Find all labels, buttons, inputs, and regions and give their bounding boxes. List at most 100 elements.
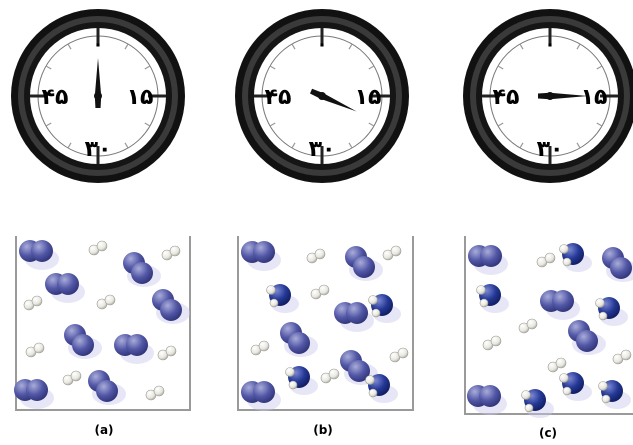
nitrogen-molecule [123, 252, 161, 287]
hydrogen-atom [524, 403, 534, 413]
nitrogen-atom [26, 379, 48, 401]
clock-label-bottom: ۳۰ [537, 137, 564, 162]
hydrogen-atom [314, 248, 326, 260]
nitrogen-molecule [568, 320, 606, 355]
clock-label-right: ۱۵ [127, 85, 154, 110]
clock-label-left: ۴۵ [265, 85, 292, 110]
hydrogen-atom [598, 311, 608, 321]
clock-tick [291, 142, 296, 149]
nitrogen-atom [126, 334, 148, 356]
hydrogen-molecule [23, 295, 43, 311]
hydrogen-atom [258, 340, 270, 352]
clock-label-top: ۰ [317, 34, 328, 55]
hydrogen-molecule [250, 340, 270, 356]
clock-tick [519, 142, 524, 149]
nitrogen-atom [288, 332, 310, 354]
panel-frame [464, 236, 633, 415]
hydrogen-molecule [320, 368, 340, 384]
nitrogen-atom [96, 380, 118, 402]
ammonia-molecule [595, 297, 628, 326]
clock-tick [144, 122, 151, 127]
clock-tick [348, 142, 353, 149]
panel-caption: (c) [539, 426, 557, 440]
nitrogen-atom [346, 302, 368, 324]
clock-tick [596, 122, 603, 127]
clock-tick [497, 65, 504, 70]
hydrogen-molecule [96, 294, 116, 310]
nitrogen-atom [576, 330, 598, 352]
hydrogen-atom [620, 349, 632, 361]
hydrogen-atom [479, 298, 489, 308]
panel-frame [15, 236, 191, 411]
clock-ticks [482, 28, 618, 164]
hydrogen-atom [562, 257, 572, 267]
nitrogen-molecule [467, 385, 507, 415]
hydrogen-molecule [536, 252, 556, 268]
hydrogen-molecule [306, 248, 326, 264]
clock-ticks [254, 28, 390, 164]
clock-tick [269, 122, 276, 127]
nitrogen-molecule [468, 245, 508, 275]
hydrogen-atom [165, 345, 177, 357]
clock-tick [67, 142, 72, 149]
hydrogen-atom [559, 373, 569, 383]
hydrogen-atom [285, 367, 295, 377]
nitrogen-molecule [345, 246, 383, 281]
hydrogen-atom [521, 390, 531, 400]
ammonia-molecule [266, 284, 299, 313]
hydrogen-molecule [518, 318, 538, 334]
clock-tick [368, 122, 375, 127]
hydrogen-molecule [310, 284, 330, 300]
hydrogen-atom [318, 284, 330, 296]
clock-tick [144, 65, 151, 70]
clock-a: ۰ ۱۵ ۳۰ ۴۵ [11, 9, 185, 183]
hydrogen-atom [555, 357, 567, 369]
nitrogen-molecule [280, 322, 318, 357]
hydrogen-molecule [157, 345, 177, 361]
hydrogen-atom [544, 252, 556, 264]
nitrogen-atom [552, 290, 574, 312]
clock-pivot [318, 92, 326, 100]
clock-pivot [546, 92, 554, 100]
ammonia-molecule [285, 366, 318, 395]
hydrogen-atom [31, 295, 43, 307]
clock-label-left: ۴۵ [42, 85, 69, 110]
hydrogen-atom [526, 318, 538, 330]
ammonia-molecule [521, 389, 554, 418]
hydrogen-atom [288, 380, 298, 390]
clock-tick [497, 122, 504, 127]
hydrogen-atom [371, 308, 381, 318]
ammonia-molecule [476, 284, 509, 313]
hydrogen-atom [595, 298, 605, 308]
hydrogen-atom [368, 388, 378, 398]
clock-tick [519, 43, 524, 50]
nitrogen-molecule [241, 241, 281, 271]
panel-caption: (b) [313, 423, 333, 437]
clock-tick [45, 65, 52, 70]
hydrogen-atom [33, 342, 45, 354]
hydrogen-atom [365, 375, 375, 385]
molecule-layer [241, 241, 409, 411]
molecule-layer [467, 243, 633, 418]
panel-b: (b) [237, 236, 414, 437]
hydrogen-atom [559, 244, 569, 254]
hydrogen-atom [70, 370, 82, 382]
hydrogen-molecule [389, 347, 409, 363]
clock-label-bottom: ۳۰ [85, 137, 112, 162]
clock-tick [269, 65, 276, 70]
panel-caption: (a) [94, 423, 113, 437]
clock-label-top: ۰ [545, 34, 556, 55]
hydrogen-atom [397, 347, 409, 359]
hydrogen-atom [104, 294, 116, 306]
hydrogen-atom [490, 335, 502, 347]
hydrogen-molecule [382, 245, 402, 261]
hydrogen-atom [266, 285, 276, 295]
nitrogen-molecule [114, 334, 154, 364]
molecule-layer [14, 240, 190, 409]
nitrogen-atom [57, 273, 79, 295]
panel-c: (c) [464, 236, 633, 440]
hydrogen-atom [601, 394, 611, 404]
ammonia-molecule [598, 380, 631, 409]
nitrogen-molecule [14, 379, 54, 409]
